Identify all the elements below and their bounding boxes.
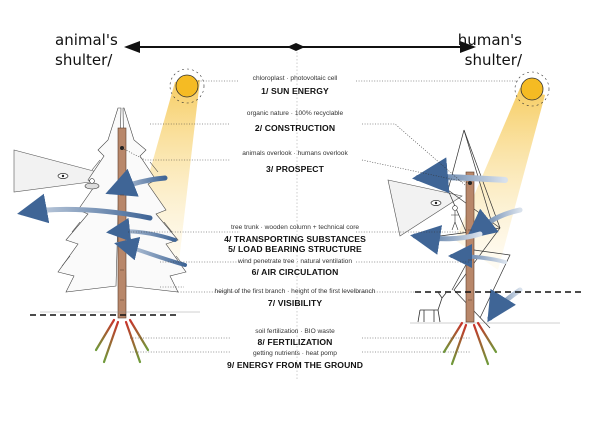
animal-side-label: height of the first branch — [214, 288, 286, 295]
animal-side-label: wind penetrate tree — [237, 258, 295, 265]
label-pair-air-circulation: wind penetrate tree · natural ventilatio… — [237, 258, 352, 265]
right-eye-icon — [430, 200, 442, 206]
human-side-label: wooden column + technical core — [264, 224, 360, 231]
label-pair-trunk: tree trunk · wooden column + technical c… — [230, 224, 360, 231]
animal-shelter-heading: animal's shulter/ — [55, 30, 118, 70]
human-side-label: photovoltaic cell — [290, 75, 338, 82]
left-root-arrows — [94, 318, 150, 372]
human-side-label: height of the first levelbranch — [291, 288, 376, 295]
heading-line: shulter/ — [464, 51, 522, 69]
left-eye-icon — [57, 173, 69, 179]
animal-side-label: chloroplast — [252, 75, 285, 82]
animal-side-label: animals overlook — [242, 150, 292, 157]
label-pair-visibility: height of the first branch · height of t… — [214, 288, 376, 295]
human-side-label: natural ventilation — [300, 258, 352, 265]
animal-side-label: organic nature — [246, 110, 289, 117]
heading-line: animal's — [55, 31, 118, 49]
human-side-label: BIO waste — [304, 328, 335, 335]
label-pair-prospect: animals overlook · humans overlook — [242, 150, 348, 157]
label-pair-ground-energy: getting nutrients · heat pomp — [253, 350, 337, 357]
column-marks — [120, 194, 472, 301]
section-title-load-bearing: 5/ LOAD BEARING STRUCTURE — [228, 244, 362, 254]
deer-icon — [417, 291, 447, 323]
animal-side-label: getting nutrients — [253, 350, 300, 357]
section-title-transporting-substances: 4/ TRANSPORTING SUBSTANCES — [224, 234, 366, 244]
right-wooden-column — [465, 171, 475, 323]
right-root-arrows — [442, 321, 498, 374]
section-title-air-circulation: 6/ AIR CIRCULATION — [251, 267, 339, 277]
label-pair-fertilization: soil fertilization · BIO waste — [255, 328, 335, 335]
left-sun-icon — [169, 68, 205, 104]
animal-side-label: soil fertilization — [255, 328, 299, 335]
leader-lines — [121, 80, 518, 353]
left-air-arrows — [17, 168, 187, 267]
comparison-double-arrow — [124, 41, 476, 53]
heading-line: human's — [457, 31, 522, 49]
person-figure-icon — [451, 205, 459, 231]
label-pair-construction: organic nature · 100% recyclable — [246, 110, 344, 117]
right-sun-icon — [514, 71, 550, 107]
section-title-prospect: 3/ PROSPECT — [266, 164, 324, 174]
human-shelter-heading: human's shulter/ — [458, 30, 522, 70]
left-tree-trunk — [117, 127, 127, 319]
section-title-sun-energy: 1/ SUN ENERGY — [261, 86, 329, 96]
human-side-label: 100% recyclable — [294, 110, 344, 117]
section-title-fertilization: 8/ FERTILIZATION — [257, 337, 333, 347]
section-title-energy-from-ground: 9/ ENERGY FROM THE GROUND — [226, 360, 364, 370]
right-construction-node — [468, 181, 472, 185]
label-pair-sun-energy: chloroplast · photovoltaic cell — [252, 75, 338, 82]
bird-nest-icon — [84, 178, 100, 190]
section-title-construction: 2/ CONSTRUCTION — [254, 123, 336, 133]
heading-line: shulter/ — [55, 51, 113, 69]
right-view-cone — [387, 179, 463, 237]
section-title-visibility: 7/ VISIBILITY — [267, 298, 323, 308]
animal-side-label: tree trunk — [230, 224, 259, 231]
human-side-label: heat pomp — [305, 350, 337, 357]
human-side-label: humans overlook — [297, 150, 348, 157]
